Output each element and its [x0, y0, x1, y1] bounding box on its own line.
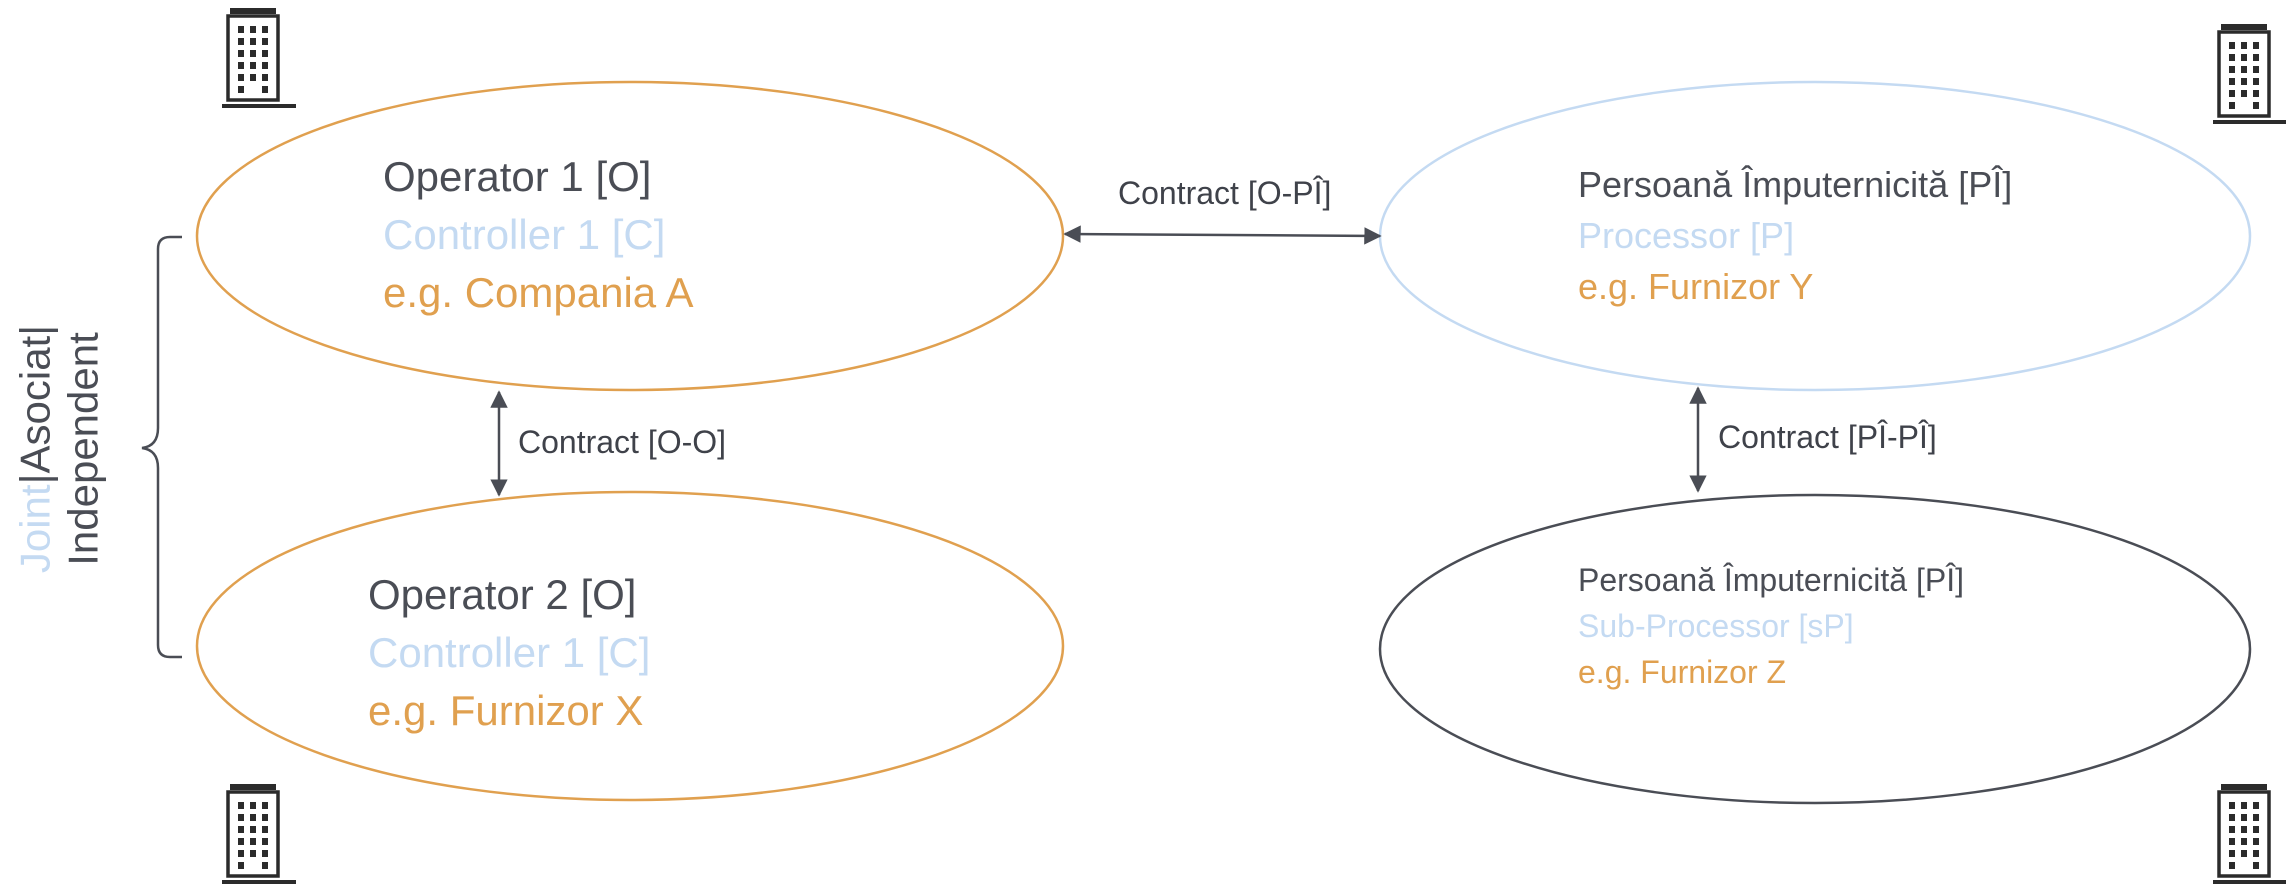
relationship-separator: |: [11, 324, 59, 336]
relationship-separator: |: [11, 473, 59, 485]
contract-o-o-label: Contract [O-O]: [518, 424, 727, 460]
operator1-role: Controller 1 [C]: [383, 211, 666, 258]
operator2-role: Controller 1 [C]: [368, 629, 651, 676]
operator2-ellipse: [195, 490, 1065, 802]
building-icon: [2213, 784, 2286, 886]
subprocessor-role: Sub-Processor [sP]: [1578, 608, 1854, 644]
contract-o-pi-arrow: [1063, 225, 1382, 245]
contract-o-pi-label: Contract [O-PÎ]: [1118, 175, 1332, 211]
operators-brace: [141, 235, 182, 659]
contract-pi-pi-label: Contract [PÎ-PÎ]: [1718, 419, 1937, 455]
subprocessor-example: e.g. Furnizor Z: [1578, 654, 1787, 690]
operator2-title: Operator 2 [O]: [368, 571, 637, 618]
building-icon: [222, 784, 296, 886]
processor-example: e.g. Furnizor Y: [1578, 266, 1814, 307]
relationship-asociat: Asociat: [11, 335, 59, 474]
relationship-joint: Joint: [11, 484, 59, 574]
processor-title: Persoană Împuternicită [PÎ]: [1578, 164, 2013, 205]
operator1-ellipse: [195, 80, 1065, 392]
building-icon: [222, 8, 296, 110]
processor-role: Processor [P]: [1578, 215, 1795, 256]
relationship-independent: Independent: [60, 332, 107, 566]
processor-ellipse: [1378, 80, 2252, 392]
relationship-label: Joint|Asociat| Independent: [12, 325, 109, 573]
operator1-title: Operator 1 [O]: [383, 153, 652, 200]
building-icon: [2213, 24, 2286, 126]
subprocessor-title: Persoană Împuternicită [PÎ]: [1578, 562, 1964, 598]
operator1-example: e.g. Compania A: [383, 269, 694, 316]
operator2-example: e.g. Furnizor X: [368, 687, 644, 734]
subprocessor-ellipse: [1378, 493, 2252, 805]
